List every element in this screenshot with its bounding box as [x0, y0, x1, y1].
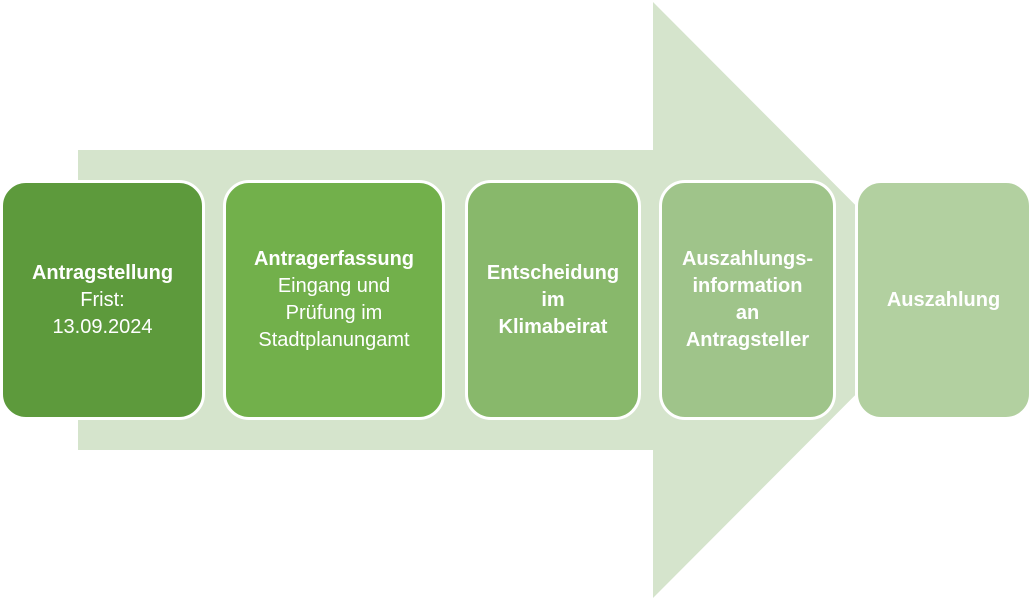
step-4-title: Auszahlungs- information an Antragstelle…: [681, 248, 814, 351]
step-auszahlungsinformation: Auszahlungs- information an Antragstelle…: [659, 180, 836, 420]
step-1-title: Antragstellung: [31, 261, 174, 284]
step-2-body: Eingang und Prüfung im Stadtplanungamt: [258, 275, 410, 351]
step-auszahlung: Auszahlung: [855, 180, 1032, 420]
step-2-title: Antragerfassung: [253, 248, 415, 270]
step-5-title: Auszahlung: [886, 288, 1001, 311]
step-antragerfassung: Antragerfassung Eingang und Prüfung im S…: [223, 180, 445, 420]
step-antragstellung: Antragstellung Frist: 13.09.2024: [0, 180, 205, 420]
step-entscheidung: Entscheidung im Klimabeirat: [465, 180, 641, 420]
step-1-body: Frist: 13.09.2024: [52, 288, 153, 338]
step-3-title: Entscheidung im Klimabeirat: [486, 261, 620, 338]
